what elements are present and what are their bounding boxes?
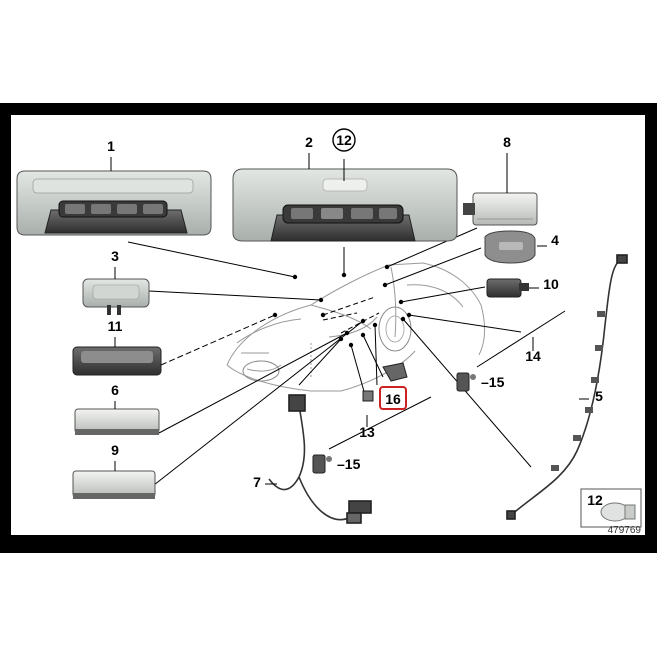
part-12-bulb-inset <box>580 488 642 528</box>
part-6-light <box>74 408 160 435</box>
part-9-light <box>72 470 156 499</box>
diagram-number: 479769 <box>608 525 642 535</box>
part-5-wiring-harness <box>506 254 628 520</box>
callout-circle <box>332 128 356 152</box>
part-7-wiring <box>268 394 372 524</box>
callout-label-c15a: –15 <box>481 374 505 390</box>
part-8-lamp <box>463 192 538 226</box>
callout-label-c1: 1 <box>107 138 115 154</box>
callout-label-c3: 3 <box>111 248 119 264</box>
part-11-light <box>72 346 162 376</box>
part-2-roof-function-centre <box>232 168 458 242</box>
callout-label-c7: 7 <box>253 474 261 490</box>
callout-label-c14: 14 <box>525 348 541 364</box>
car-outline <box>226 262 486 392</box>
callout-label-c16: 16 <box>385 391 401 407</box>
part-15-bulb-socket-upper <box>456 372 476 392</box>
callout-label-c6: 6 <box>111 382 119 398</box>
part-10-control-unit <box>486 278 529 298</box>
callout-label-c4: 4 <box>551 232 559 248</box>
part-16-bracket <box>362 362 408 402</box>
callout-label-c15b: –15 <box>337 456 361 472</box>
part-4-cover <box>484 230 536 264</box>
part-15-bulb-socket-lower <box>312 454 332 474</box>
part-1-front-interior-light <box>16 170 212 236</box>
callout-label-c13: 13 <box>359 424 375 440</box>
callout-label-c12inset: 12 <box>587 492 603 508</box>
callout-label-c10: 10 <box>543 276 559 292</box>
leader-lines <box>127 227 566 486</box>
callout-label-c9: 9 <box>111 442 119 458</box>
callout-highlight-box <box>379 386 407 410</box>
callout-label-c5: 5 <box>595 388 603 404</box>
callout-label-c12top: 12 <box>336 132 352 148</box>
callout-label-c8: 8 <box>503 134 511 150</box>
part-3-rear-light <box>82 278 150 315</box>
callout-label-c2: 2 <box>305 134 313 150</box>
junction-dots <box>272 264 412 348</box>
callout-label-c11: 11 <box>108 318 123 334</box>
